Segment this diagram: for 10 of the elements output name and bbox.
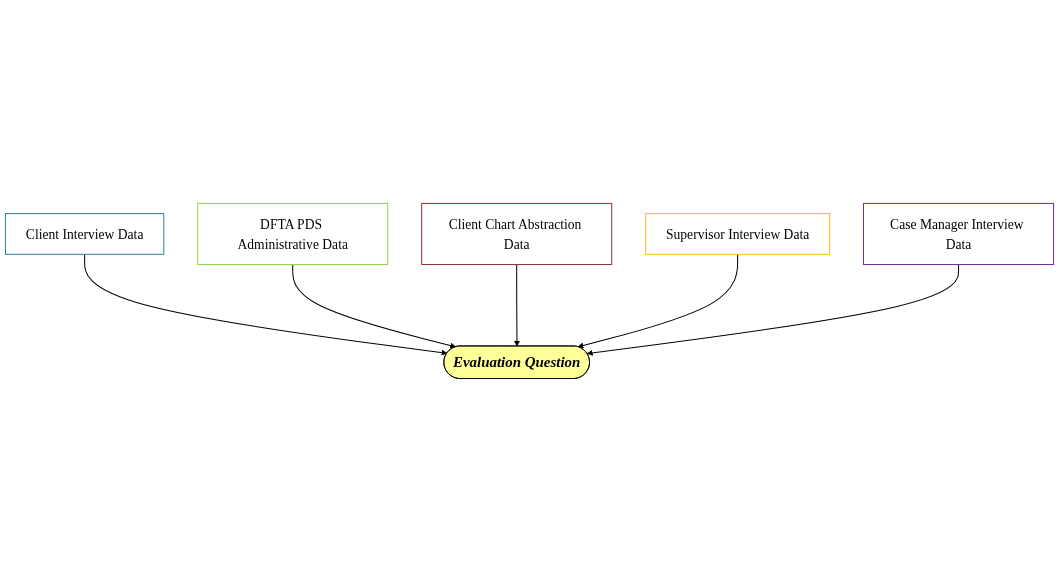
node-box: Client Chart Abstraction Data [421,202,613,265]
node-box: Case Manager Interview Data [863,202,1055,265]
node-box: Client Interview Data [4,212,165,255]
arrow [84,253,448,356]
arrow [292,263,457,349]
arrow [514,263,520,347]
arrow [586,263,960,356]
arrow [577,253,739,348]
node-box: DFTA PDS Administrative Data [197,202,389,265]
node-box: Supervisor Interview Data [645,212,831,255]
